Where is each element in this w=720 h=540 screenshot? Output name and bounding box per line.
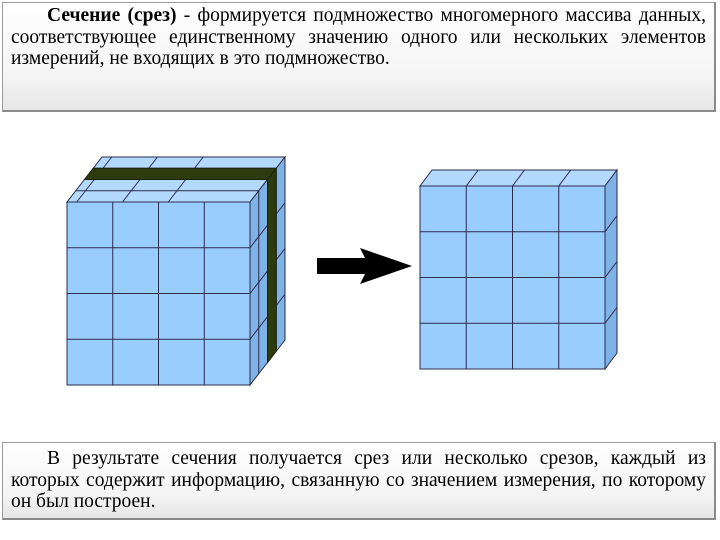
slice-side-face <box>604 168 618 371</box>
definition-text-box: Сечение (срез) - формируется подмножеств… <box>2 2 716 112</box>
slice-front-face <box>419 185 606 370</box>
slice-highlight <box>83 166 278 364</box>
term-label: Сечение (срез) <box>47 5 177 26</box>
cube-front-face <box>66 201 251 386</box>
result-text-box: В результате сечения получается срез или… <box>2 442 716 520</box>
definition-text: - формируется подмножество многомерного … <box>11 5 707 69</box>
slice-top-face <box>419 169 618 187</box>
right-arrow-icon <box>317 248 412 284</box>
result-text: В результате сечения получается срез или… <box>11 448 706 512</box>
